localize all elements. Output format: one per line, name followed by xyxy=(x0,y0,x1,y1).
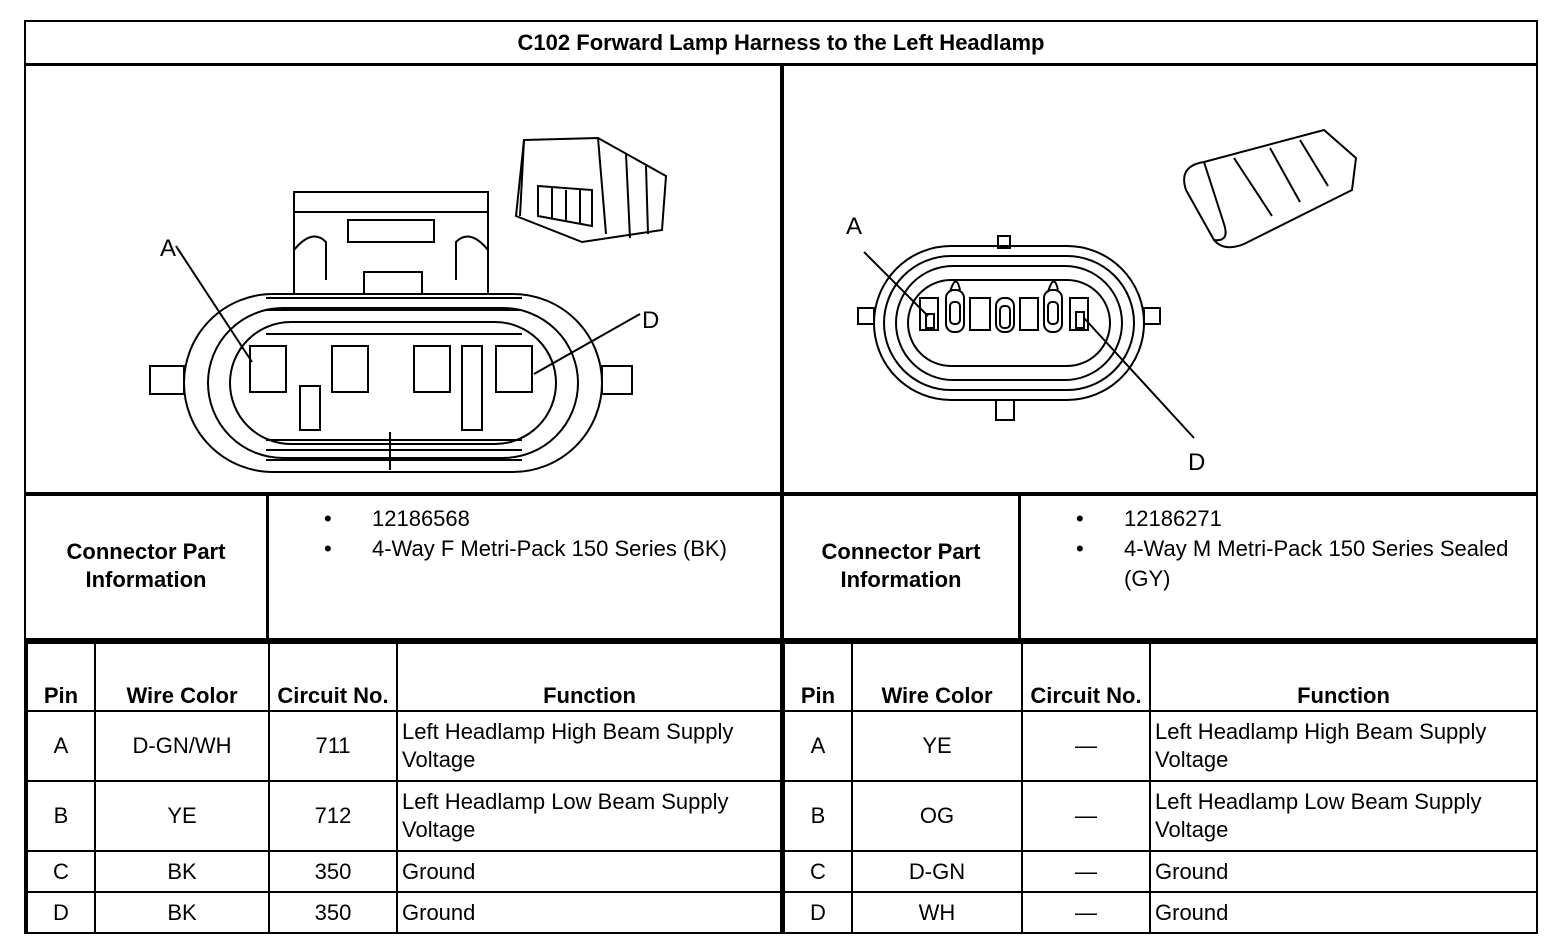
left-part-info-list: 12186568 4-Way F Metri-Pack 150 Series (… xyxy=(324,504,764,564)
right-part-number: 12186271 xyxy=(1076,504,1516,534)
right-part-description: 4-Way M Metri-Pack 150 Series Sealed (GY… xyxy=(1076,534,1516,594)
right-pin-label-a: A xyxy=(846,213,862,240)
pin-header: Pin xyxy=(783,642,853,712)
function-cell: Left Headlamp Low Beam Supply Voltage xyxy=(1149,780,1538,852)
pin-cell: B xyxy=(783,780,853,852)
table-row: A D-GN/WH 711 Left Headlamp High Beam Su… xyxy=(26,710,783,782)
right-connector-figure: A D xyxy=(784,66,1538,494)
wire-color-cell: BK xyxy=(94,850,270,893)
left-pin-label-a: A xyxy=(160,235,176,262)
left-part-number: 12186568 xyxy=(324,504,764,534)
circuit-cell: 711 xyxy=(268,710,398,782)
table-row: B OG — Left Headlamp Low Beam Supply Vol… xyxy=(783,780,1538,852)
wire-color-cell: OG xyxy=(851,780,1023,852)
function-cell: Ground xyxy=(1149,891,1538,934)
wire-color-header: Wire Color xyxy=(94,642,270,712)
left-part-description: 4-Way F Metri-Pack 150 Series (BK) xyxy=(324,534,764,564)
function-cell: Left Headlamp Low Beam Supply Voltage xyxy=(396,780,783,852)
table-row: C BK 350 Ground xyxy=(26,850,783,893)
left-info-divider xyxy=(266,496,269,638)
pin-cell: B xyxy=(26,780,96,852)
male-connector-drawing: A D xyxy=(846,128,1358,476)
circuit-header: Circuit No. xyxy=(268,642,398,712)
circuit-cell: 350 xyxy=(268,850,398,893)
figure-divider xyxy=(26,492,1536,496)
pin-cell: C xyxy=(783,850,853,893)
right-pinout-table: Pin Wire Color Circuit No. Function A YE… xyxy=(783,642,1538,934)
wire-color-cell: D-GN xyxy=(851,850,1023,893)
table-row: A YE — Left Headlamp High Beam Supply Vo… xyxy=(783,710,1538,782)
pin-cell: A xyxy=(783,710,853,782)
function-header: Function xyxy=(396,642,783,712)
pin-cell: C xyxy=(26,850,96,893)
right-pin-label-d: D xyxy=(1188,449,1205,476)
pin-cell: D xyxy=(26,891,96,934)
table-header-row: Pin Wire Color Circuit No. Function xyxy=(783,642,1538,712)
wire-color-cell: D-GN/WH xyxy=(94,710,270,782)
female-connector-drawing: A D xyxy=(149,136,668,473)
function-cell: Ground xyxy=(1149,850,1538,893)
left-pinout-table: Pin Wire Color Circuit No. Function A D-… xyxy=(26,642,783,934)
wire-color-cell: WH xyxy=(851,891,1023,934)
connector-sheet: C102 Forward Lamp Harness to the Left He… xyxy=(24,20,1538,934)
table-row: C D-GN — Ground xyxy=(783,850,1538,893)
circuit-cell: — xyxy=(1021,850,1151,893)
page-title: C102 Forward Lamp Harness to the Left He… xyxy=(26,22,1536,66)
table-header-row: Pin Wire Color Circuit No. Function xyxy=(26,642,783,712)
center-divider xyxy=(780,66,784,934)
circuit-header: Circuit No. xyxy=(1021,642,1151,712)
pin-cell: D xyxy=(783,891,853,934)
circuit-cell: — xyxy=(1021,710,1151,782)
circuit-cell: — xyxy=(1021,780,1151,852)
wire-color-cell: BK xyxy=(94,891,270,934)
function-cell: Ground xyxy=(396,850,783,893)
pin-cell: A xyxy=(26,710,96,782)
circuit-cell: — xyxy=(1021,891,1151,934)
function-header: Function xyxy=(1149,642,1538,712)
table-row: B YE 712 Left Headlamp Low Beam Supply V… xyxy=(26,780,783,852)
function-cell: Left Headlamp High Beam Supply Voltage xyxy=(396,710,783,782)
left-connector-label: Connector Part Information xyxy=(66,539,226,592)
wire-color-cell: YE xyxy=(94,780,270,852)
right-info-divider xyxy=(1018,496,1021,638)
function-cell: Ground xyxy=(396,891,783,934)
function-cell: Left Headlamp High Beam Supply Voltage xyxy=(1149,710,1538,782)
right-connector-label: Connector Part Information xyxy=(821,539,981,592)
info-divider xyxy=(26,638,1536,642)
table-row: D BK 350 Ground xyxy=(26,891,783,934)
left-connector-figure: A D xyxy=(26,66,781,494)
wire-color-header: Wire Color xyxy=(851,642,1023,712)
left-pin-label-d: D xyxy=(642,307,659,334)
pin-header: Pin xyxy=(26,642,96,712)
wire-color-cell: YE xyxy=(851,710,1023,782)
circuit-cell: 712 xyxy=(268,780,398,852)
right-part-info-list: 12186271 4-Way M Metri-Pack 150 Series S… xyxy=(1076,504,1516,594)
table-row: D WH — Ground xyxy=(783,891,1538,934)
circuit-cell: 350 xyxy=(268,891,398,934)
